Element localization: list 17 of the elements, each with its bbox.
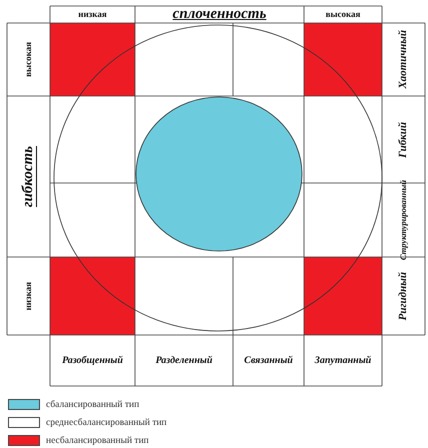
axis-level-label: высокая <box>24 42 34 77</box>
type-label: Запутанный <box>314 355 372 366</box>
legend-label: среднесбалансированный тип <box>46 418 167 428</box>
type-label: Связанный <box>244 355 293 366</box>
type-label: Хаотичный <box>397 30 410 89</box>
type-label: Ригидный <box>397 272 410 320</box>
legend-label: сбалансированный тип <box>46 400 140 410</box>
type-label: Структурированный <box>398 180 408 260</box>
axis-level-label: низкая <box>78 10 107 20</box>
axis-title: сплоченность <box>172 6 266 23</box>
type-label: Разделенный <box>156 355 212 366</box>
axis-level-label: высокая <box>326 10 360 20</box>
axis-level-label: низкая <box>24 282 34 310</box>
type-label: Разобщенный <box>62 355 123 366</box>
legend-label: несбалансированный тип <box>46 436 149 446</box>
type-label: Гибкий <box>397 122 410 158</box>
axis-title: гибкость <box>20 146 37 208</box>
